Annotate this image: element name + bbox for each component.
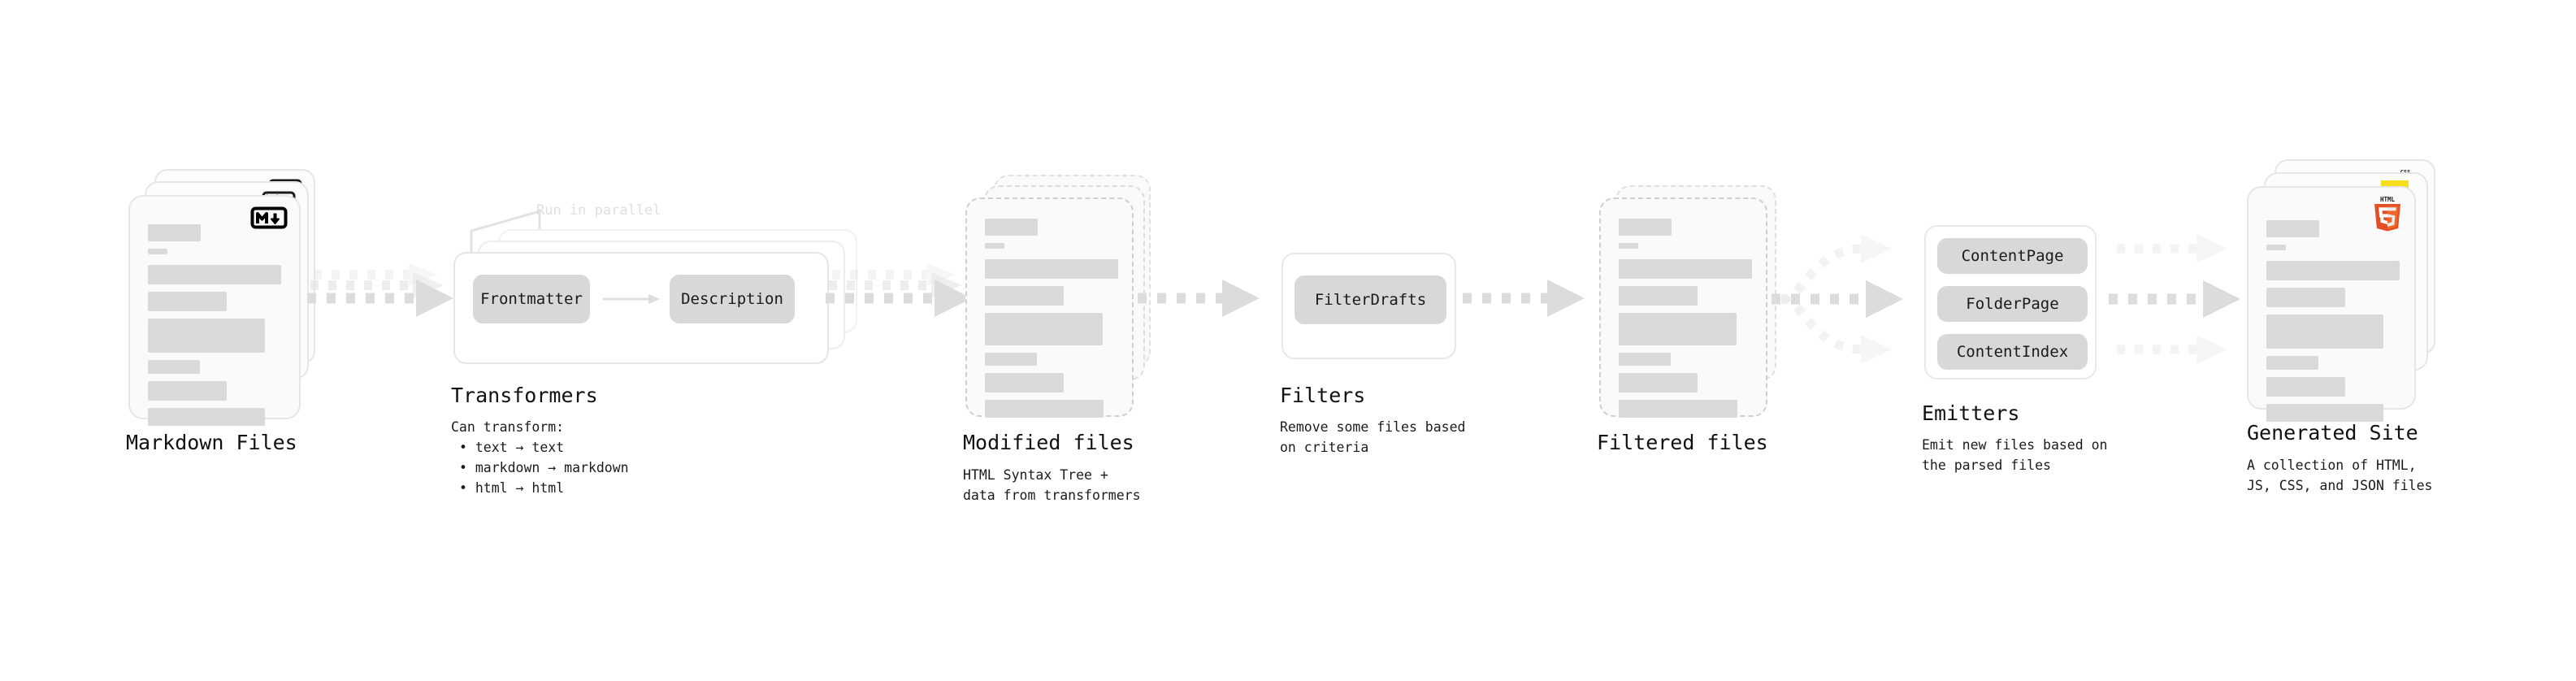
run-in-parallel-leader [470, 210, 541, 265]
emitter-node-contentindex[interactable]: ContentIndex [1937, 334, 2088, 370]
markdown-card-front [128, 195, 301, 426]
filtered-card-front [1599, 197, 1767, 418]
connector-markdown-to-transformers [307, 263, 453, 317]
modified-files-subtitle: HTML Syntax Tree + data from transformer… [963, 467, 1141, 503]
site-skeleton [2266, 220, 2400, 429]
filter-node-filterdrafts[interactable]: FilterDrafts [1295, 275, 1446, 324]
html5-icon: HTML [2374, 196, 2400, 232]
modified-card-front [965, 197, 1134, 418]
transformers-box-layer-1: Frontmatter Description [453, 252, 829, 364]
stage-title-filtered-files: Filtered files [1597, 431, 1768, 454]
stage-title-emitters: Emitters [1922, 401, 2020, 425]
markdown-icon [250, 206, 288, 229]
connector-emitters-to-site [2109, 234, 2240, 364]
transformers-bullet-1: • text → text [459, 440, 565, 455]
site-card-front: HTML [2247, 186, 2416, 422]
transformers-subtitle-head: Can transform: [451, 419, 565, 435]
filters-box: FilterDrafts [1281, 253, 1456, 359]
connector-modified-to-filters [1138, 280, 1260, 317]
stage-title-filters: Filters [1280, 384, 1366, 407]
svg-text:HTML: HTML [2380, 196, 2396, 203]
emitters-box: ContentPage FolderPage ContentIndex [1924, 225, 2097, 380]
transformer-node-description[interactable]: Description [670, 275, 795, 323]
generated-site-subtitle: A collection of HTML, JS, CSS, and JSON … [2247, 458, 2433, 493]
filters-subtitle: Remove some files based on criteria [1280, 419, 1466, 455]
stage-title-generated-site: Generated Site [2247, 421, 2418, 445]
stage-title-markdown-files: Markdown Files [126, 431, 297, 454]
filtered-skeleton [1619, 219, 1752, 425]
emitter-node-folderpage[interactable]: FolderPage [1937, 286, 2088, 322]
run-in-parallel-label: Run in parallel [536, 202, 661, 219]
stage-title-transformers: Transformers [451, 384, 598, 407]
emitter-node-contentpage[interactable]: ContentPage [1937, 238, 2088, 274]
connector-filters-to-filtered [1463, 280, 1585, 317]
transformers-bullet-3: • html → html [459, 480, 565, 496]
connector-transformers-to-modified [826, 263, 972, 317]
markdown-skeleton [148, 224, 284, 433]
transformer-arrow-layer-1 [603, 294, 660, 304]
transformers-bullet-2: • markdown → markdown [459, 460, 629, 475]
modified-skeleton [985, 219, 1118, 425]
connector-filtered-to-emitters-fanout [1772, 234, 1903, 364]
emitters-subtitle: Emit new files based on the parsed files [1922, 437, 2108, 473]
transformer-node-frontmatter[interactable]: Frontmatter [473, 275, 590, 323]
stage-title-modified-files: Modified files [963, 431, 1134, 454]
